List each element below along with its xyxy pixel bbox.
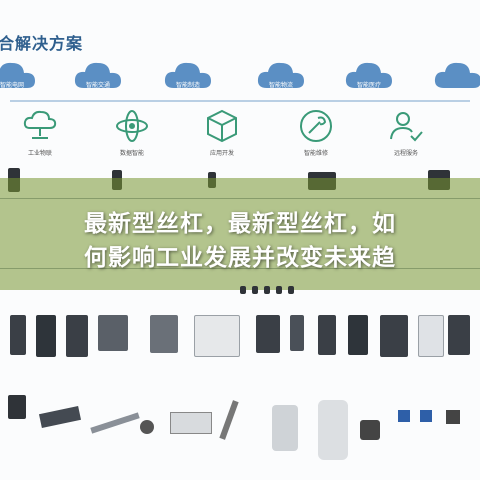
solution-label: 远程服务: [393, 150, 418, 157]
wrench-icon: [300, 110, 332, 142]
io-rack: [150, 315, 178, 353]
sensor: [360, 420, 380, 440]
network-cloud-icon: [23, 110, 57, 139]
bearing: [140, 420, 154, 434]
io-module: [240, 286, 246, 294]
cloud-label: 智能物流: [268, 82, 293, 89]
servo-drive: [290, 315, 304, 351]
cloud-label: 智能制造: [175, 82, 200, 89]
solution-label: 数据智能: [119, 150, 144, 157]
io-module: [264, 286, 270, 294]
gantry: [170, 412, 212, 434]
io-module: [276, 286, 282, 294]
servo-drive: [256, 315, 280, 353]
io-module: [252, 286, 258, 294]
io-module: [288, 286, 294, 294]
cloud-icon: [257, 62, 304, 88]
sensor: [446, 410, 460, 424]
probe: [219, 400, 239, 440]
sensor: [398, 410, 410, 422]
cloud-label: 智能交通: [85, 82, 110, 89]
divider-line: [10, 100, 470, 102]
cloud-icon: [434, 62, 480, 88]
cloud-icon: [74, 62, 121, 88]
scara-robot: [272, 405, 298, 451]
user-check-icon: [390, 112, 423, 142]
cloud-icon: [0, 62, 35, 88]
servo-drive: [418, 315, 444, 357]
cube-icon: [207, 109, 237, 143]
servo-drive: [448, 315, 470, 355]
servo-drive: [380, 315, 408, 357]
io-rack: [98, 315, 128, 351]
sensor: [420, 410, 432, 422]
servo-drive: [66, 315, 88, 357]
page-title: 合解决方案: [0, 34, 84, 53]
atom-icon: [116, 110, 148, 142]
robot-arm: [318, 400, 348, 460]
ball-screw: [90, 412, 140, 434]
solution-label: 应用开发: [209, 150, 234, 157]
headline-line-2: 何影响工业发展并改变未来趋: [84, 245, 396, 271]
servo-motor: [8, 395, 26, 419]
servo-drive: [348, 315, 368, 355]
servo-drive: [36, 315, 56, 357]
cloud-label: 智能电网: [0, 82, 24, 89]
cloud-icon: [164, 62, 211, 88]
cloud-label: 智能医疗: [356, 82, 381, 89]
cloud-icon: [345, 62, 392, 88]
solution-label: 智能维修: [303, 150, 328, 157]
headline-line-1: 最新型丝杠，最新型丝杠，如: [84, 211, 396, 237]
hmi-panel: [194, 315, 240, 357]
servo-drive: [10, 315, 26, 355]
solution-label: 工业物联: [27, 150, 52, 157]
servo-drive: [318, 315, 336, 355]
linear-actuator: [38, 405, 82, 429]
headline-banner: 最新型丝杠，最新型丝杠，如 何影响工业发展并改变未来趋: [0, 178, 480, 290]
